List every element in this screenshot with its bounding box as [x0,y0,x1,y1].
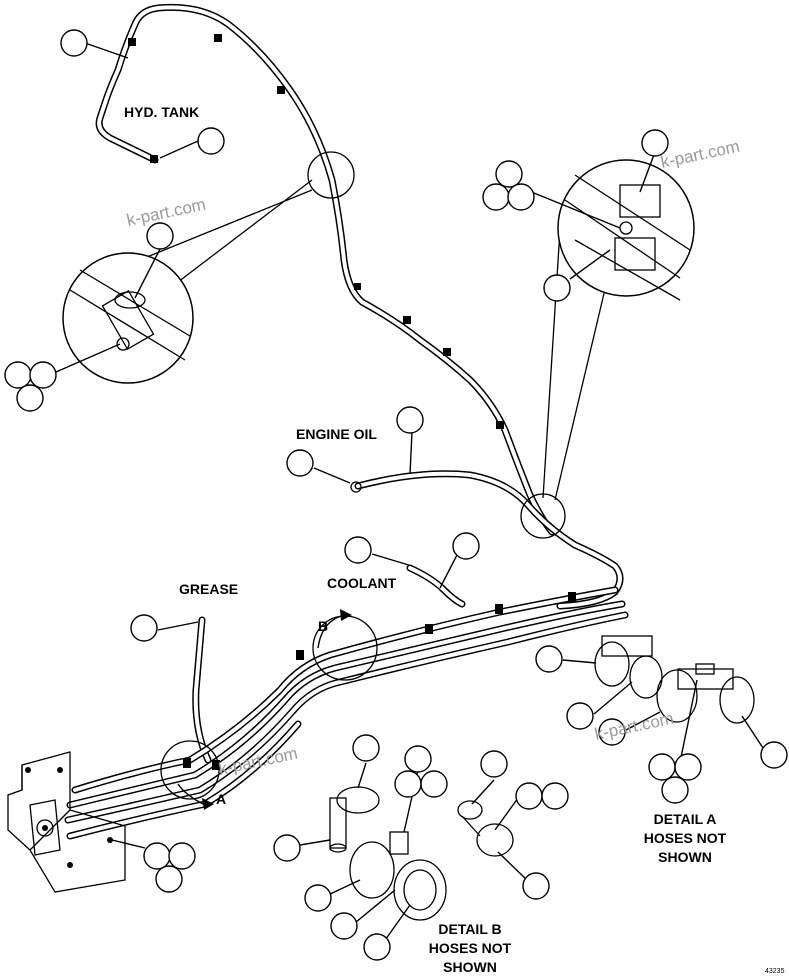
label-hyd-tank: HYD. TANK [124,104,199,120]
coolant-line [406,564,466,608]
label-view-b: B [318,618,328,634]
detail-b-note-1: HOSES NOT [429,940,512,956]
zoom-detail-right [542,159,695,501]
zoom-detail-left [62,179,313,384]
detail-b-note-2: SHOWN [443,959,497,975]
hyd-tank-line [95,3,556,536]
label-coolant: COOLANT [327,575,397,591]
watermark-4: k-part.com [593,709,675,744]
detail-a-note-2: SHOWN [658,849,712,865]
engine-bracket [7,751,126,893]
label-engine-oil: ENGINE OIL [296,426,377,442]
grease-line [192,616,212,764]
detail-a-note-1: HOSES NOT [644,830,727,846]
detail-b-title: DETAIL B [438,921,501,937]
detail-a-clamps [594,635,755,724]
label-grease: GREASE [179,581,238,597]
detail-a-title: DETAIL A [654,811,717,827]
watermark-2: k-part.com [659,137,741,172]
hose-clamps-main [128,34,504,429]
callout-bubbles [4,29,788,961]
label-view-a: A [216,791,226,807]
callout-leaders [55,42,764,944]
drawing-reference-number: 43235 [765,968,785,975]
detail-b-clamps [329,786,514,921]
